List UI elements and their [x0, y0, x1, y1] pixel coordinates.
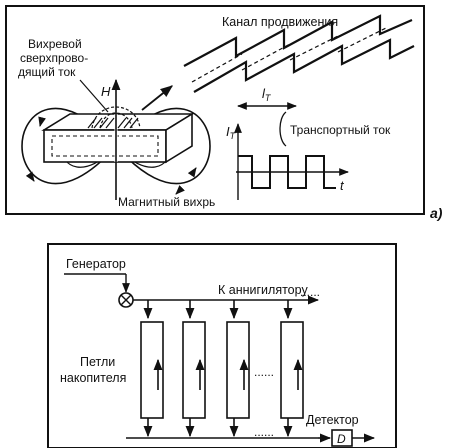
film-block	[41, 112, 195, 164]
storage-loop-4	[280, 300, 304, 438]
loops-ellipsis-bottom: ......	[254, 425, 274, 439]
transport-label: Транспортный ток	[290, 123, 391, 137]
current-axis-label: IT	[226, 124, 237, 141]
generator-label: Генератор	[66, 257, 126, 271]
field-loop-arrows	[25, 116, 197, 195]
zoom-arrow	[141, 85, 173, 111]
storage-loop-3	[226, 300, 250, 438]
period-label: lT	[262, 86, 272, 103]
storage-loop-1	[140, 300, 164, 438]
loops-ellipsis-top: ......	[300, 285, 320, 299]
transport-current-wave	[238, 155, 336, 189]
vortex-label: Магнитный вихрь	[118, 195, 215, 209]
vortex-current-label: Вихревой сверхпрово- дящий ток	[18, 37, 92, 79]
loops-label: Петли накопителя	[60, 355, 126, 385]
propagation-channel	[183, 14, 415, 93]
detector-box-label: D	[337, 432, 346, 446]
panel-b-frame	[47, 243, 397, 448]
vortex-current-leader	[79, 79, 109, 113]
time-axis-label: t	[340, 178, 345, 193]
detector-label: Детектор	[306, 413, 359, 427]
channel-label: Канал продвижения	[222, 15, 338, 29]
generator-symbol	[118, 292, 134, 308]
panel-a-frame	[5, 5, 425, 215]
loops-ellipsis-mid: ......	[254, 365, 274, 379]
vortex-core	[87, 106, 141, 129]
transport-brace	[279, 111, 287, 147]
field-axis-label: H	[101, 84, 111, 99]
panel-a-letter: а)	[430, 205, 443, 221]
storage-loop-2	[182, 300, 206, 438]
annihilator-label: К аннигилятору	[218, 283, 308, 297]
